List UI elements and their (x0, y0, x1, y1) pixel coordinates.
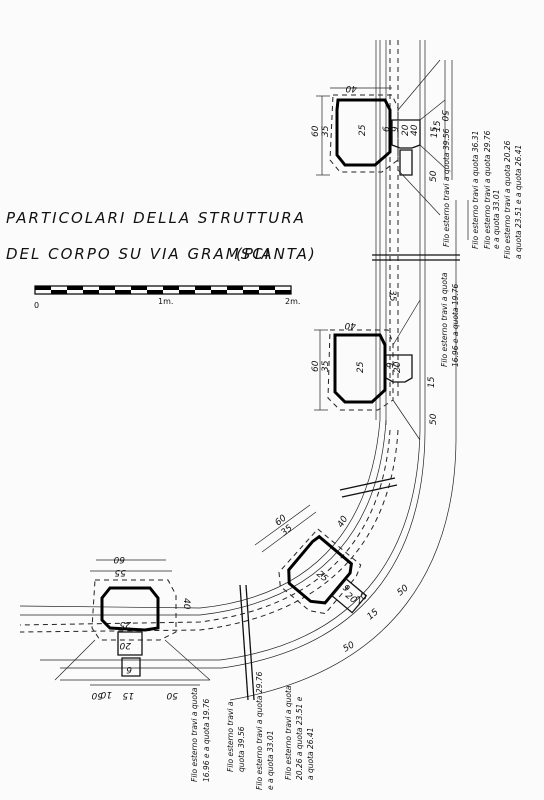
pillar-1-f: 9 (391, 126, 401, 132)
note-bot-5: e a quota 33.01 (266, 731, 275, 790)
scale-label-2m: 2m. (285, 297, 300, 306)
pillar-4-s: 55 (114, 567, 126, 577)
title-line2-suffix: (PIANTA) (236, 245, 317, 263)
scale-segment (243, 290, 259, 294)
note-top-5: a quota 23.51 e a quota 26.41 (514, 145, 523, 259)
scale-segment (259, 286, 275, 290)
pillar-2-c: 15 (427, 376, 437, 388)
note-bot-4: Filo esterno travi a quota 29.76 (255, 671, 264, 790)
scale-segment (35, 286, 51, 290)
scale-bar: 0 1m. 2m. (34, 285, 300, 310)
pillar-2: 60 35 40 25 20 9 15 50 35 (311, 290, 439, 441)
note-top-4: Filo esterno travi a quota 20.26 (503, 140, 512, 259)
pillar-1-d: 40 (345, 83, 357, 93)
scale-segment (67, 286, 83, 290)
note-bot-6: Filo esterno travi a quota (284, 685, 293, 780)
pillar-3-d: 40 (336, 514, 351, 529)
pillar-2-a: 25 (356, 361, 366, 373)
pillar-4-c: 15 (122, 690, 134, 700)
note-mid-1: 16.96 e a quota 19.76 (451, 283, 460, 367)
notes-bottom: Filo esterno travi a quota 16.96 e a quo… (190, 671, 315, 790)
pillar-1-a: 25 (358, 124, 368, 136)
note-top-0: Filo esterno travi a quota 39.56 (442, 128, 451, 247)
pillar-4-w: 60 (113, 554, 125, 564)
pillar-4-h: 50 (166, 690, 178, 700)
dim-50-top: 50 (439, 110, 449, 122)
scale-label-0: 0 (34, 301, 39, 310)
scale-segment (131, 286, 147, 290)
scale-segment (179, 290, 195, 294)
notes-middle: Filo esterno travi a quota 16.96 e a quo… (440, 272, 460, 367)
pillar-2-h: 50 (429, 413, 439, 425)
notes-top: Filo esterno travi a quota 39.56 Filo es… (442, 128, 523, 259)
note-bot-1: 16.96 e a quota 19.76 (202, 698, 211, 782)
pillar-3-dims: 60 35 40 15 50 50 20 (254, 504, 411, 655)
pillar-1-b: 20 (401, 124, 411, 136)
pillar-3-f: 9 (340, 583, 351, 595)
title-line2: DEL CORPO SU VIA GRAMSCI (6, 245, 271, 263)
scale-segment (275, 290, 291, 294)
pillar-1-g: 6 (382, 126, 392, 132)
pillar-1-s: 35 (321, 125, 331, 137)
note-top-3: e a quota 33.01 (492, 190, 501, 249)
dim-15: 15 (433, 120, 443, 132)
pillar-4-g: 50 (91, 690, 103, 700)
pillar-2-f: 9 (386, 362, 396, 368)
pillar-1-c: 15 (430, 126, 440, 138)
pillar-4: 60 55 40 25 20 15 6 50 50 10 (54, 554, 211, 700)
pillar-2-b: 20 (393, 361, 403, 373)
scale-label-1m: 1m. (158, 297, 173, 306)
pillar-3-g: 50 (396, 583, 411, 598)
scale-segment (99, 286, 115, 290)
scale-segment (115, 290, 131, 294)
pillar-3-c: 15 (366, 607, 381, 622)
note-bot-7: 20.26 a quota 23.51 e (295, 696, 304, 780)
pillar-4-b: 20 (119, 640, 131, 650)
scale-segment (163, 286, 179, 290)
pillar-2-s: 35 (321, 360, 331, 372)
pillar-1-w: 60 (311, 125, 321, 137)
title-line1: PARTICOLARI DELLA STRUTTURA (6, 209, 306, 227)
pillar-2-d: 40 (344, 320, 356, 330)
note-top-1: Filo esterno travi a quota 36.31 (471, 131, 480, 249)
note-bot-0: Filo esterno travi a quota (190, 687, 199, 782)
note-top-2: Filo esterno travi a quota 29.76 (483, 130, 492, 249)
curved-corridor (19, 254, 460, 701)
pillar-1: 60 35 40 25 20 9 6 15 (311, 59, 446, 216)
pillar-2-w: 60 (311, 360, 321, 372)
dim-10: 10 (100, 689, 112, 699)
scale-segment (83, 290, 99, 294)
scale-segment (211, 290, 227, 294)
note-bot-2: Filo esterno travi a (226, 701, 235, 772)
scale-segment (195, 286, 211, 290)
dim-35: 35 (387, 290, 397, 302)
dim-50-right: 50 (429, 170, 439, 182)
note-bot-3: quota 39.56 (237, 726, 246, 772)
scale-segment (51, 290, 67, 294)
note-mid-0: Filo esterno travi a quota (440, 272, 449, 367)
pillar-4-d: 40 (181, 598, 191, 610)
scale-segment (147, 290, 163, 294)
scale-segment (227, 286, 243, 290)
dim-40: 40 (410, 124, 420, 136)
note-bot-8: a quota 26.41 (306, 728, 315, 780)
pillar-4-a: 25 (119, 619, 131, 629)
pillar-4-f: 6 (126, 664, 132, 674)
dim-20: 20 (355, 591, 370, 606)
